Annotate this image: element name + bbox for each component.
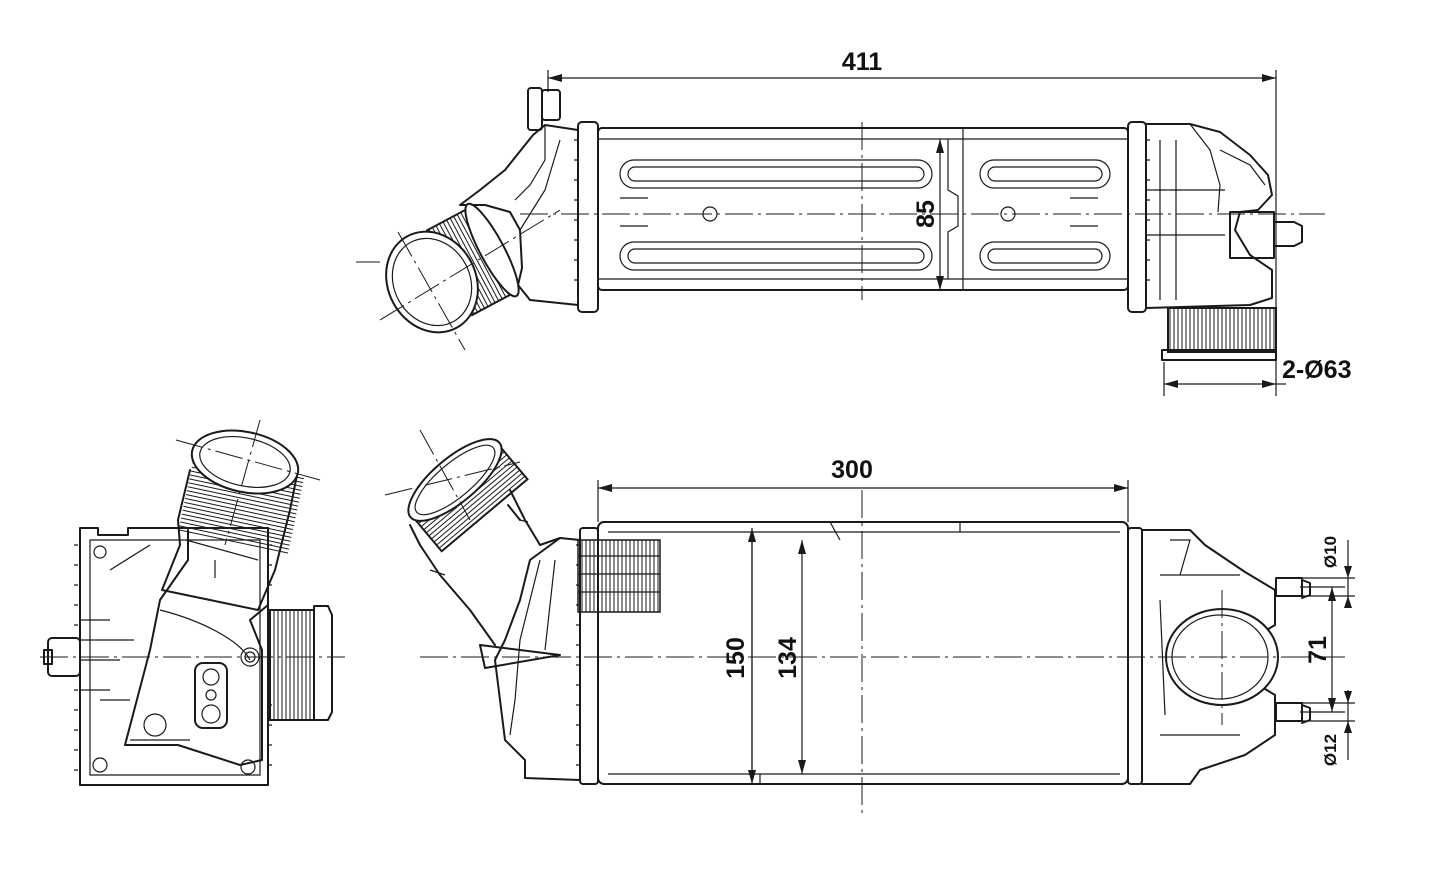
- mount-spacing-label: 71: [1304, 636, 1332, 664]
- core-height-top-label: 85: [912, 200, 940, 228]
- core-height-label: 134: [774, 637, 802, 679]
- front-view: [384, 429, 1345, 815]
- dimension-core-height: 134: [774, 540, 806, 774]
- overall-length-label: 411: [842, 48, 882, 76]
- core-length-label: 300: [831, 456, 873, 484]
- dimension-pipe-diameter: 2-Ø63: [1163, 356, 1351, 396]
- dimension-large-hole: Ø12: [1290, 690, 1355, 766]
- top-view: [356, 87, 1325, 361]
- dimension-core-height-top: 85: [912, 139, 944, 290]
- pipe-diameter-label: 2-Ø63: [1282, 356, 1351, 384]
- dimension-total-height: 150: [722, 528, 756, 784]
- dimension-overall-length: 411: [547, 48, 1277, 396]
- large-hole-label: Ø12: [1321, 734, 1340, 766]
- dimension-small-hole: Ø10: [1290, 536, 1355, 608]
- dimension-mount-spacing: 71: [1300, 586, 1345, 713]
- dimension-core-length: 300: [597, 456, 1129, 522]
- side-view: [40, 419, 345, 786]
- small-hole-label: Ø10: [1321, 536, 1340, 568]
- total-height-label: 150: [722, 637, 750, 679]
